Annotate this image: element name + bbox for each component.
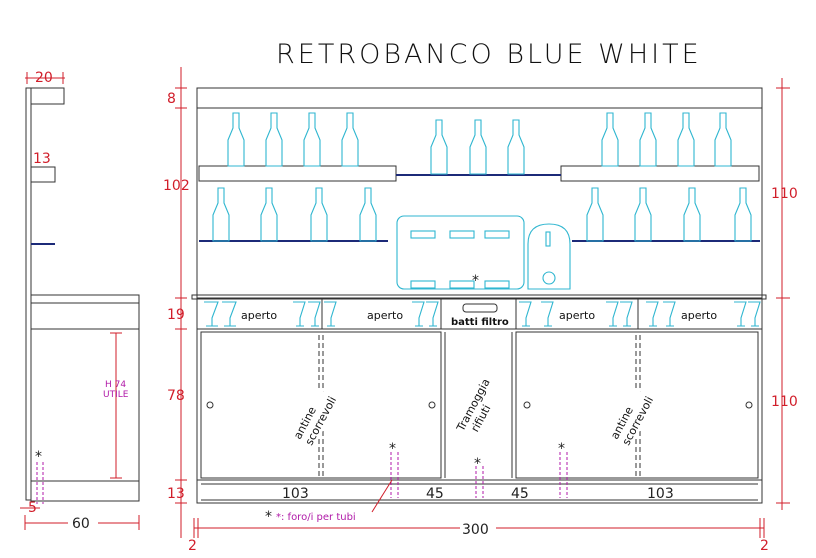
- bottles-lower-right: [586, 187, 752, 242]
- dim-bottom-1: 45: [426, 486, 444, 502]
- hole-mark-1: *: [389, 441, 396, 457]
- side-hole-mark: *: [35, 449, 42, 465]
- hole-mark-3: *: [558, 441, 565, 457]
- compartment-label-4: aperto: [681, 309, 717, 322]
- coffee-machine: *: [396, 215, 525, 290]
- bottles-lower-left: [212, 187, 377, 242]
- dim-left-1: 102: [163, 178, 190, 194]
- compartment-label-3: aperto: [559, 309, 595, 322]
- hole-mark-machine: *: [472, 273, 479, 289]
- side-depth-dim: 60: [72, 516, 90, 532]
- hole-mark-2: *: [474, 456, 481, 472]
- overhang-right-dim: 2: [760, 538, 769, 554]
- overhang-left-dim: 2: [188, 538, 197, 554]
- svg-text:5: 5: [28, 500, 37, 516]
- glasses: [204, 301, 761, 327]
- bottles-upper-right: [601, 112, 732, 167]
- side-shelf-dim: 13: [33, 151, 51, 167]
- dim-left-4: 13: [167, 486, 185, 502]
- dim-right-0: 110: [771, 186, 798, 202]
- dim-bottom-0: 103: [282, 486, 309, 502]
- front-view: 8 102 19 78 13 110 110: [163, 67, 798, 554]
- dim-right-1: 110: [771, 394, 798, 410]
- pipe-note: *: foro/i per tubi: [276, 512, 356, 523]
- compartment-label-2: aperto: [367, 309, 403, 322]
- filter-label: batti filtro: [451, 317, 509, 328]
- dim-bottom-3: 103: [647, 486, 674, 502]
- bottles-upper-center: [430, 119, 525, 175]
- dim-left-2: 19: [167, 307, 185, 323]
- side-view: 20 13 H 74 UTILE * 5 60: [20, 70, 140, 532]
- dim-left-3: 78: [167, 388, 185, 404]
- side-top-dim: 20: [35, 70, 53, 86]
- side-height-label-1: H 74: [105, 380, 126, 390]
- coffee-grinder: [527, 223, 571, 290]
- drawing-title: RETROBANCO BLUE WHITE: [276, 39, 702, 70]
- dim-bottom-2: 45: [511, 486, 529, 502]
- total-width-dim: 300: [462, 522, 489, 538]
- compartment-label-1: aperto: [241, 309, 277, 322]
- side-height-label-2: UTILE: [103, 390, 129, 400]
- dim-left-0: 8: [167, 91, 176, 107]
- note-hole-mark: *: [265, 509, 272, 525]
- bottles-upper-left: [227, 112, 359, 167]
